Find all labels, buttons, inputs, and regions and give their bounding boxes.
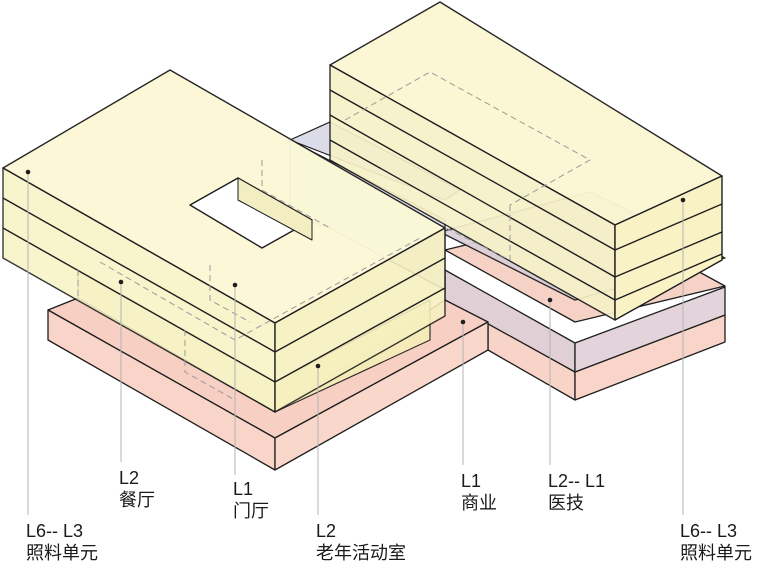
label-level: L1 xyxy=(233,479,254,499)
label-level: L2 xyxy=(119,468,140,488)
care-unit-right xyxy=(329,1,723,321)
label-level: L2 xyxy=(316,521,337,541)
anchor-dot xyxy=(118,279,124,285)
label-name: 餐厅 xyxy=(119,490,155,510)
floor-line xyxy=(274,257,446,353)
floor-line xyxy=(614,253,723,301)
hidden-edge xyxy=(261,160,331,229)
label-name: 老年活动室 xyxy=(316,543,406,563)
label-level: L6-- L3 xyxy=(26,521,84,541)
leader-lines xyxy=(27,172,684,515)
label-medical: L2-- L1 医技 xyxy=(548,470,605,514)
floor-line xyxy=(274,287,446,383)
floor-line xyxy=(614,231,723,278)
anchor-dot xyxy=(680,197,686,203)
anchor-dot xyxy=(25,169,31,175)
hidden-edge xyxy=(184,330,236,401)
floor-line xyxy=(2,197,276,353)
anchor-dot xyxy=(232,282,238,288)
label-lobby: L1 门厅 xyxy=(233,478,269,522)
label-level: L2-- L1 xyxy=(548,471,606,491)
label-name: 照料单元 xyxy=(26,543,98,563)
anchor-dot xyxy=(460,319,466,325)
label-name: 商业 xyxy=(461,493,497,513)
label-care-unit-right: L6-- L3 照料单元 xyxy=(680,520,752,564)
label-name: 门厅 xyxy=(233,501,269,521)
label-level: L6-- L3 xyxy=(680,521,738,541)
floor-line xyxy=(329,114,616,278)
anchor-dot xyxy=(315,363,321,369)
floor-line xyxy=(329,139,616,301)
label-commercial: L1 商业 xyxy=(461,470,497,514)
hidden-edge xyxy=(439,205,511,261)
floor-line xyxy=(329,89,616,251)
left-podium-side xyxy=(274,321,489,471)
label-level: L1 xyxy=(461,471,482,491)
care-unit-right-side xyxy=(614,175,723,321)
label-name: 医技 xyxy=(548,493,584,513)
anchor-dot xyxy=(547,297,553,303)
label-care-unit-left: L6-- L3 照料单元 xyxy=(26,520,98,564)
floor-line xyxy=(614,203,723,251)
label-elderly-activity: L2 老年活动室 xyxy=(316,520,406,564)
label-dining: L2 餐厅 xyxy=(119,467,155,511)
courtyard-wall xyxy=(237,177,313,241)
anchor-dots xyxy=(25,169,686,369)
floor-line xyxy=(2,227,276,383)
medical-block-side xyxy=(574,286,726,373)
hidden-edge xyxy=(209,265,251,323)
label-name: 照料单元 xyxy=(680,543,752,563)
